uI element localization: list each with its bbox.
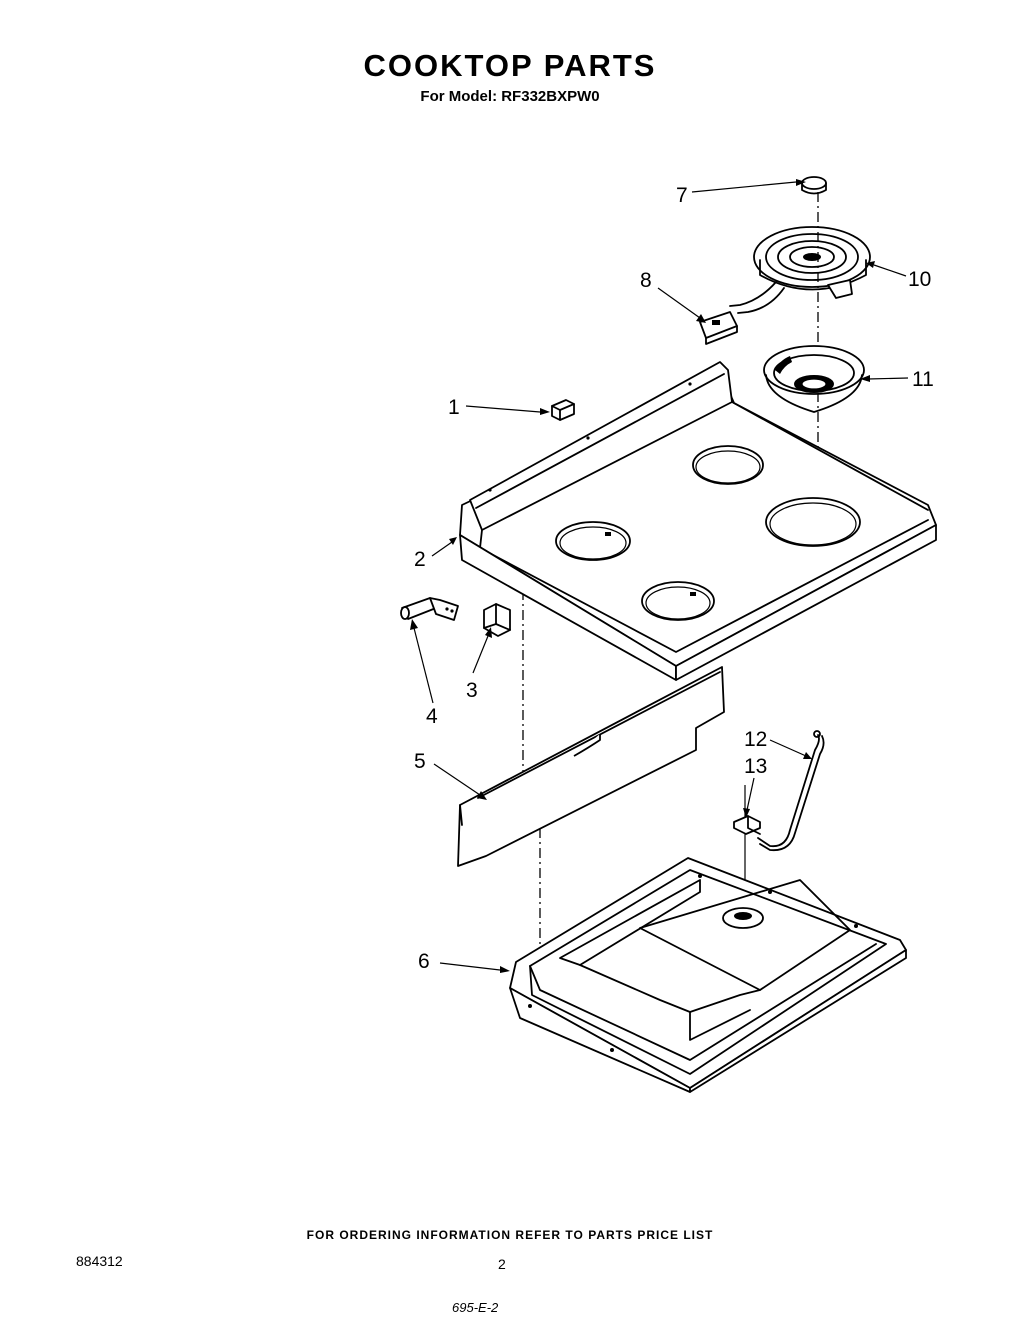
part-8-terminal-block (699, 311, 738, 345)
callout-13: 13 (744, 755, 767, 778)
part-4-hinge-rod (400, 597, 459, 621)
part-13-bracket (733, 815, 761, 835)
callout-4: 4 (426, 705, 438, 728)
callout-2: 2 (414, 548, 426, 571)
ordering-information-note: FOR ORDERING INFORMATION REFER TO PARTS … (306, 1228, 714, 1242)
page-title: COOKTOP PARTS (363, 48, 657, 83)
callout-8: 8 (640, 269, 652, 292)
callout-12: 12 (744, 728, 767, 751)
part-10-surface-element (729, 226, 871, 314)
part-2-cooktop (459, 361, 937, 681)
model-subtitle: For Model: RF332BXPW0 (420, 88, 600, 105)
callout-3: 3 (466, 679, 478, 702)
callout-1: 1 (448, 396, 460, 419)
part-1-clip (551, 399, 575, 421)
part-5-front-panel (457, 666, 725, 867)
page-number: 2 (498, 1256, 506, 1272)
callout-5: 5 (414, 750, 426, 773)
part-7-burner-cap (801, 176, 827, 195)
callout-7: 7 (676, 184, 688, 207)
handwritten-stamp: 695-E-2 (452, 1300, 499, 1315)
document-number: 884312 (76, 1253, 123, 1269)
callout-10: 10 (908, 268, 931, 291)
callout-6: 6 (418, 950, 430, 973)
part-12-wire-lead (757, 730, 825, 852)
leader-arrows (410, 179, 909, 973)
part-11-drip-bowl (763, 345, 865, 413)
callout-11: 11 (912, 368, 934, 391)
part-6-burner-box (509, 857, 907, 1093)
